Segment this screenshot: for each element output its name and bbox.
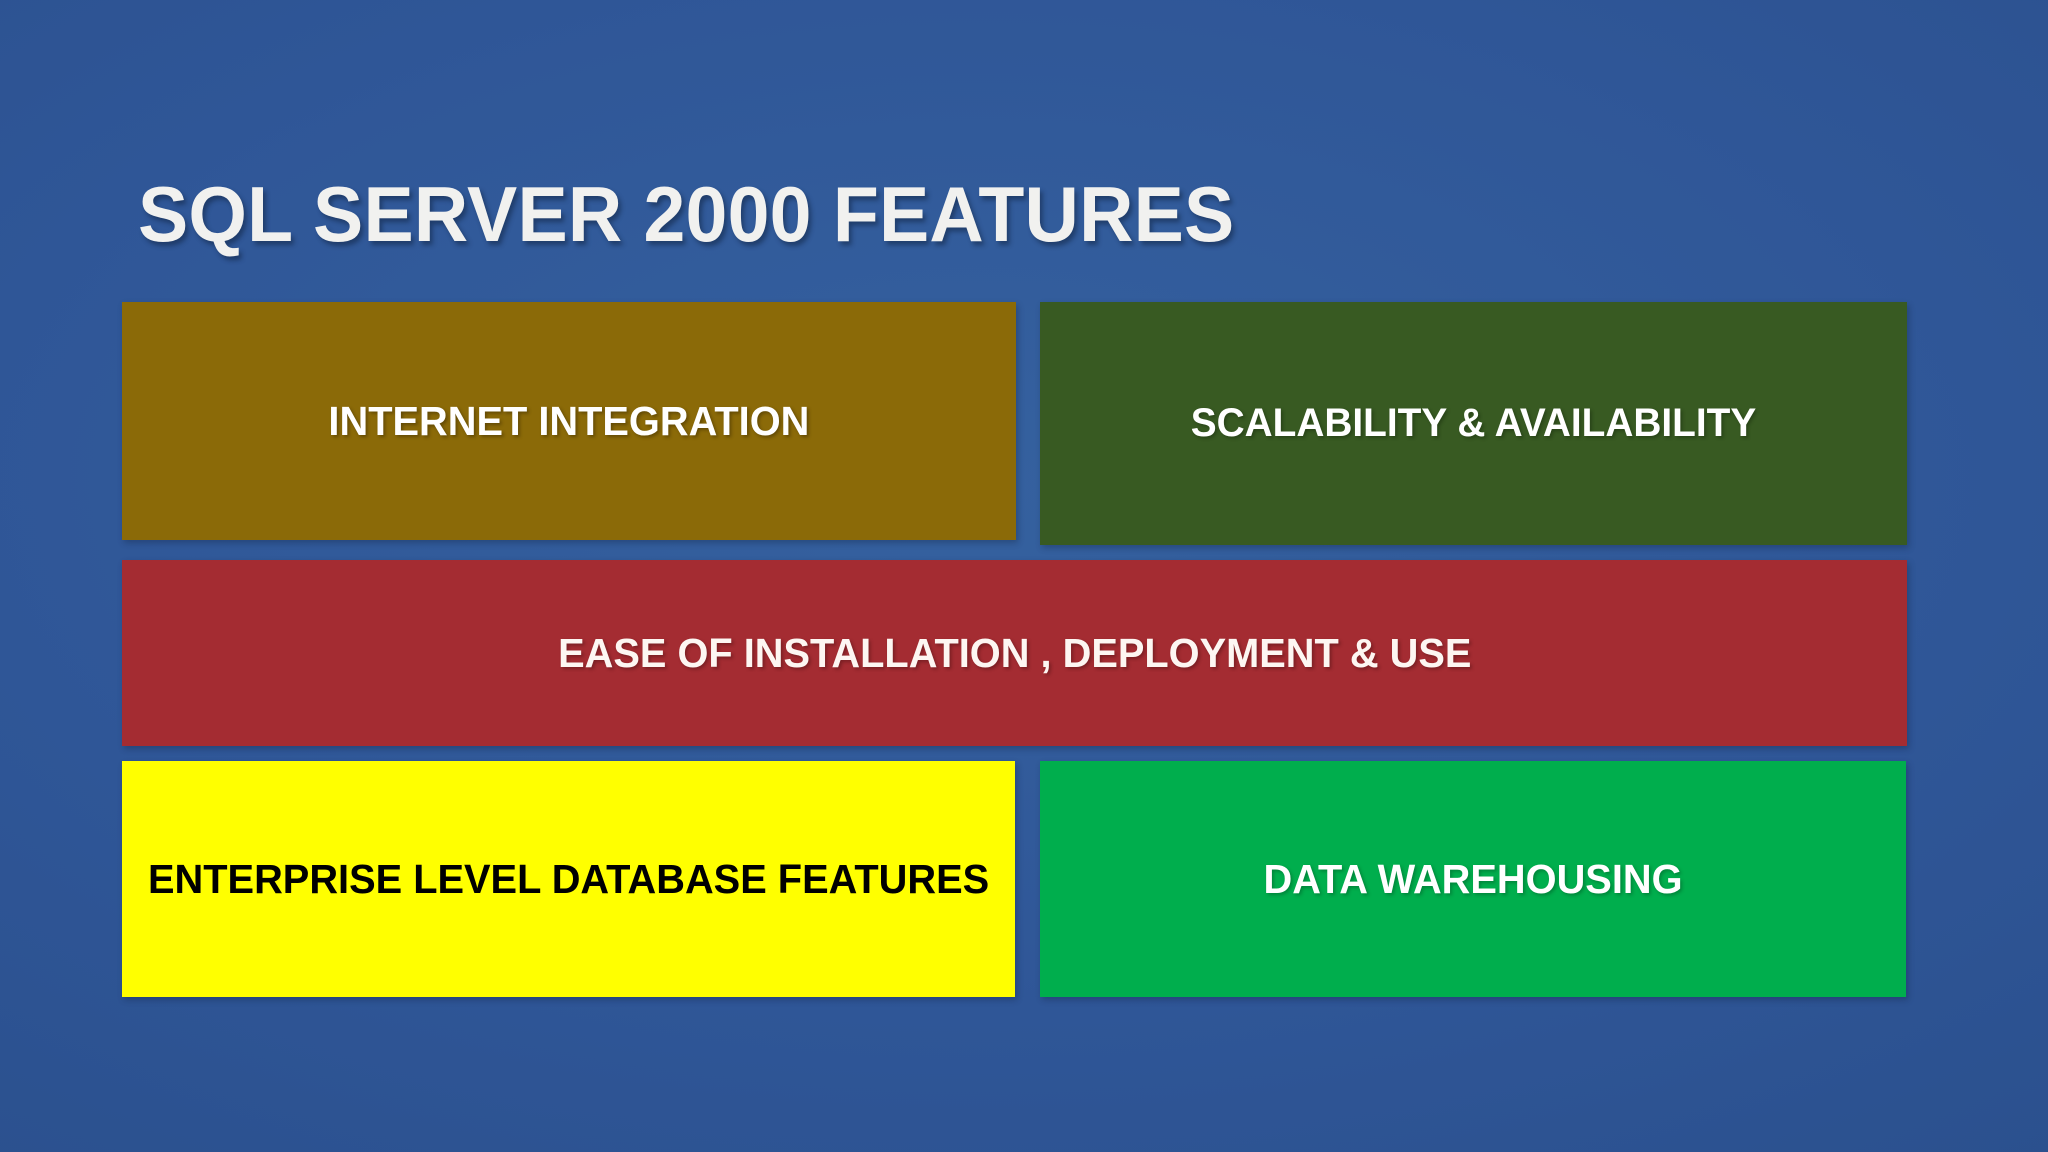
feature-box-ease-of-installation[interactable]: EASE OF INSTALLATION , DEPLOYMENT & USE: [122, 560, 1907, 746]
feature-label-data-warehousing: DATA WAREHOUSING: [1263, 855, 1683, 902]
feature-box-internet-integration[interactable]: INTERNET INTEGRATION: [122, 302, 1016, 540]
feature-label-internet-integration: INTERNET INTEGRATION: [328, 397, 810, 444]
feature-label-ease-of-installation: EASE OF INSTALLATION , DEPLOYMENT & USE: [557, 629, 1472, 676]
feature-box-scalability-availability[interactable]: SCALABILITY & AVAILABILITY: [1040, 302, 1907, 545]
feature-box-enterprise-database[interactable]: ENTERPRISE LEVEL DATABASE FEATURES: [122, 761, 1015, 997]
page-title: SQL SERVER 2000 FEATURES: [138, 170, 1235, 259]
feature-label-scalability-availability: SCALABILITY & AVAILABILITY: [1190, 401, 1757, 445]
feature-label-enterprise-database: ENTERPRISE LEVEL DATABASE FEATURES: [147, 855, 990, 902]
feature-box-data-warehousing[interactable]: DATA WAREHOUSING: [1040, 761, 1906, 997]
